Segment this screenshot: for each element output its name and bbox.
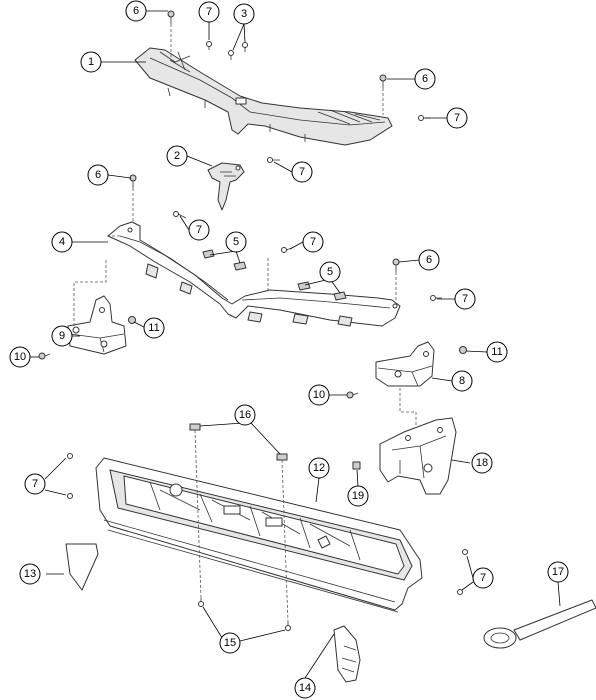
callout-11-right: 11 (486, 341, 508, 363)
callout-5-upper: 5 (225, 231, 247, 253)
callout-14: 14 (294, 677, 316, 699)
part-12-grille-carrier (95, 457, 423, 613)
callout-18: 18 (471, 452, 493, 474)
svg-text:7: 7 (32, 478, 38, 490)
part-5-clips (202, 249, 347, 301)
svg-text:2: 2 (174, 150, 180, 162)
callout-6-mid: 6 (87, 164, 109, 186)
svg-text:8: 8 (459, 375, 465, 387)
svg-text:6: 6 (422, 73, 428, 85)
part-4-middle-frame (107, 221, 401, 327)
part-1-upper-frame (134, 47, 393, 146)
callouts: 1 2 3 4 5 5 6 6 6 6 7 7 7 7 7 7 7 7 8 9 … (9, 0, 569, 699)
svg-text:11: 11 (491, 346, 502, 358)
callout-1: 1 (80, 51, 102, 73)
svg-text:11: 11 (148, 322, 159, 334)
callout-16: 16 (234, 404, 256, 426)
svg-text:18: 18 (476, 457, 488, 469)
part-13-left-cover (65, 543, 99, 591)
svg-text:7: 7 (310, 236, 316, 248)
screw-7-d (173, 211, 187, 219)
callout-3: 3 (233, 3, 255, 25)
callout-15: 15 (219, 632, 241, 654)
svg-text:7: 7 (299, 166, 305, 178)
callout-7-g: 7 (24, 473, 46, 495)
svg-text:5: 5 (327, 266, 333, 278)
svg-text:6: 6 (133, 5, 139, 17)
callout-7-b: 7 (446, 107, 468, 129)
svg-text:13: 13 (24, 568, 36, 580)
callout-2: 2 (166, 145, 188, 167)
alignment-lines (73, 24, 417, 623)
callout-7-f: 7 (454, 288, 476, 310)
callout-9: 9 (51, 325, 73, 347)
part-16-clips (189, 423, 288, 461)
callout-8: 8 (451, 370, 473, 392)
svg-text:16: 16 (239, 409, 251, 421)
screw-7-a (206, 41, 212, 50)
part-2-bracket (207, 162, 245, 211)
svg-text:12: 12 (313, 462, 325, 474)
svg-text:5: 5 (233, 236, 239, 248)
callout-7-d: 7 (188, 219, 210, 241)
svg-text:7: 7 (196, 224, 202, 236)
svg-text:4: 4 (59, 236, 65, 248)
svg-text:10: 10 (313, 389, 325, 401)
nut-11-left (128, 316, 136, 324)
callout-4: 4 (51, 231, 73, 253)
svg-text:19: 19 (352, 490, 364, 502)
svg-text:7: 7 (462, 293, 468, 305)
bolt-10-right (346, 391, 359, 399)
callout-11-left: 11 (143, 317, 165, 339)
svg-text:15: 15 (224, 637, 236, 649)
screw-7-h (457, 549, 468, 595)
screw-7-g (67, 453, 73, 499)
callout-6-top: 6 (125, 0, 147, 22)
fasteners (38, 10, 468, 631)
bolt-6-mid (129, 174, 137, 188)
svg-text:3: 3 (241, 8, 247, 20)
callout-7-e: 7 (302, 231, 324, 253)
callout-10-left: 10 (9, 346, 31, 368)
callout-6-right: 6 (414, 68, 436, 90)
svg-text:7: 7 (454, 112, 460, 124)
bolt-6-lower (392, 258, 400, 272)
svg-text:9: 9 (59, 330, 65, 342)
callout-13: 13 (19, 563, 41, 585)
callout-6-lower: 6 (418, 249, 440, 271)
part-18-lower-bracket (379, 417, 457, 495)
nut-11-right (459, 346, 467, 354)
svg-text:1: 1 (88, 56, 94, 68)
svg-text:6: 6 (426, 254, 432, 266)
nut-19 (352, 461, 361, 470)
callout-7-c: 7 (291, 161, 313, 183)
callout-7-a: 7 (198, 1, 220, 23)
screw-7-f (430, 295, 442, 301)
callout-17: 17 (547, 561, 569, 583)
part-14-lower-bracket (333, 625, 361, 683)
screw-15 (198, 598, 291, 631)
part-8-right-bracket (375, 341, 435, 387)
bolt-6-top (167, 10, 175, 24)
bolt-6-right (379, 74, 387, 88)
part-9-left-bracket (67, 295, 127, 355)
screw-3 (228, 42, 248, 60)
svg-text:14: 14 (299, 682, 311, 694)
screw-7-c (267, 157, 280, 163)
svg-text:10: 10 (14, 351, 26, 363)
svg-text:7: 7 (206, 6, 212, 18)
svg-text:17: 17 (552, 566, 564, 578)
bolt-10-left (38, 352, 51, 360)
callout-12: 12 (308, 457, 330, 479)
svg-text:6: 6 (95, 169, 101, 181)
part-17-tow-hook (483, 599, 596, 649)
leader-lines (30, 10, 561, 679)
callout-10-right: 10 (308, 384, 330, 406)
callout-5-lower: 5 (319, 261, 341, 283)
callout-19: 19 (347, 485, 369, 507)
svg-text:7: 7 (480, 572, 486, 584)
callout-7-h: 7 (472, 567, 494, 589)
screw-7-e (281, 247, 293, 253)
